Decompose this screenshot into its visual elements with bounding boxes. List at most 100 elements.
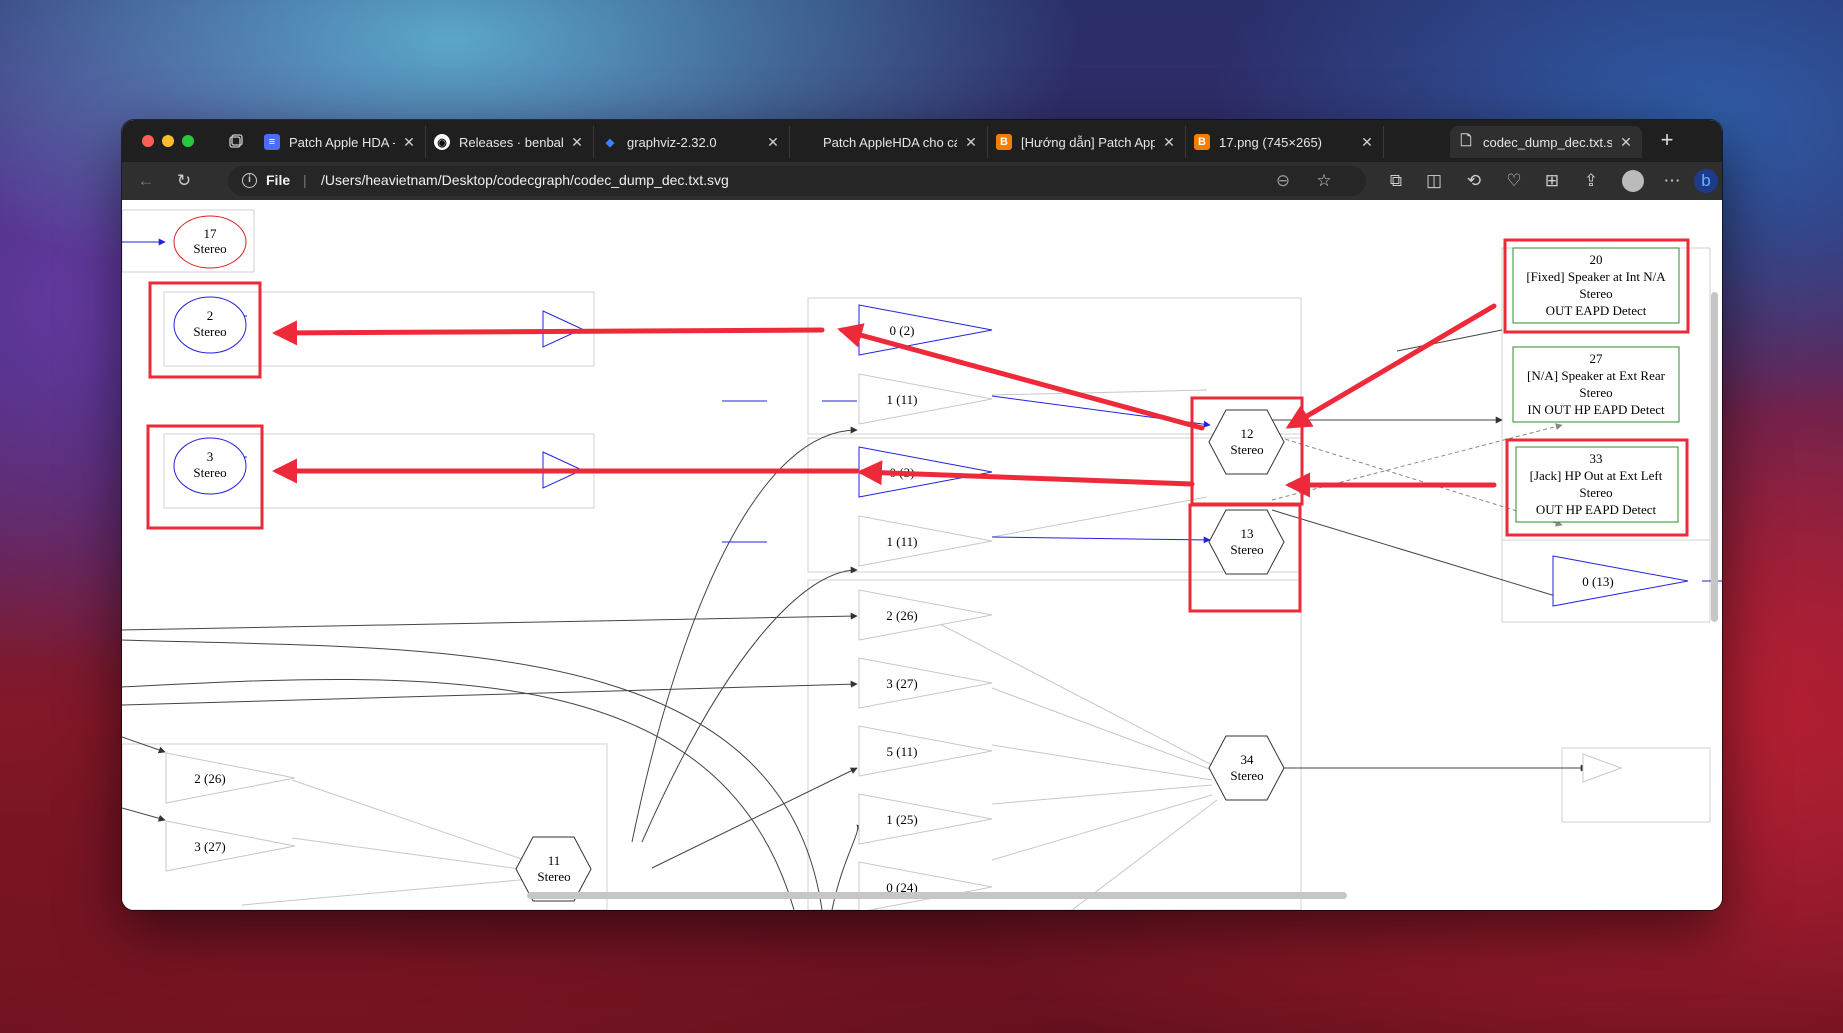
maximize-window-button[interactable] <box>182 135 194 147</box>
pin-line: 33 <box>1590 451 1603 466</box>
pin-33[interactable]: 33 [Jack] HP Out at Ext Left Stereo OUT … <box>1515 446 1679 523</box>
amp-0-13[interactable]: 0 (13) <box>1552 555 1689 607</box>
amp-0-24[interactable]: 0 (24) <box>858 861 993 910</box>
graph-edge <box>237 315 767 543</box>
highlight-box <box>148 281 262 379</box>
blogger-icon: B <box>1194 134 1210 150</box>
performance-icon[interactable]: ♡ <box>1506 171 1522 190</box>
node-17[interactable]: 17 Stereo <box>173 215 247 269</box>
node-11[interactable]: 11 Stereo <box>515 836 592 902</box>
cluster-box <box>807 579 1302 910</box>
amp-1-11b[interactable]: 1 (11) <box>858 515 993 567</box>
close-icon[interactable]: ✕ <box>965 133 977 150</box>
reload-icon[interactable]: ↻ <box>176 171 192 190</box>
new-tab-button[interactable]: + <box>1660 127 1674 152</box>
svg-viewport[interactable]: 17 Stereo 2 Stereo 3 Stereo 0 (2) <box>122 200 1722 910</box>
extensions-icon[interactable]: ⧉ <box>1389 171 1403 190</box>
close-icon[interactable]: ✕ <box>1163 133 1175 150</box>
node-shape <box>173 215 247 269</box>
amp-shape <box>858 304 993 356</box>
collections-icon[interactable]: ⊞ <box>1544 171 1560 190</box>
annotation-arrow <box>857 460 1195 487</box>
tab-title: Patch AppleHDA cho cá <box>823 134 957 150</box>
split-screen-icon[interactable]: ◫ <box>1425 171 1443 190</box>
graph-edge <box>1071 799 1218 910</box>
pin-line: 20 <box>1590 252 1603 267</box>
tab-title: codec_dump_dec.txt.sv <box>1483 134 1612 150</box>
address-scheme: File <box>266 172 291 188</box>
more-menu-icon[interactable]: ⋯ <box>1663 171 1681 190</box>
favorite-star-icon[interactable]: ☆ <box>1316 171 1332 190</box>
info-icon[interactable]: i <box>242 173 257 188</box>
amp-1-25[interactable]: 1 (25) <box>858 793 993 845</box>
address-url[interactable]: /Users/heavietnam/Desktop/codecgraph/cod… <box>321 172 729 188</box>
workspaces-icon[interactable] <box>228 133 244 149</box>
node-3[interactable]: 3 Stereo <box>173 437 247 495</box>
node-shape <box>515 836 592 902</box>
back-icon[interactable]: ← <box>137 171 155 190</box>
amp-1-11[interactable]: 1 (11) <box>858 373 993 425</box>
node-2[interactable]: 2 Stereo <box>173 296 247 354</box>
history-icon[interactable]: ⟲ <box>1466 171 1482 190</box>
highlight-box <box>1505 438 1689 537</box>
tab-releases[interactable]: ◉ Releases · benbaker76/ ✕ <box>426 126 594 158</box>
pin-line: 27 <box>1590 351 1604 366</box>
graph-edge <box>1271 509 1563 600</box>
pin-line: Stereo <box>1579 286 1612 301</box>
node-12[interactable]: 12 Stereo <box>1208 409 1285 475</box>
node-34[interactable]: 34 Stereo <box>1208 735 1285 801</box>
tab-huong-dan[interactable]: B [Hướng dẫn] Patch App ✕ <box>988 126 1186 158</box>
tab-patch-applehda[interactable]: Patch AppleHDA cho cá ✕ <box>790 126 988 158</box>
close-icon[interactable]: ✕ <box>571 133 583 150</box>
minimize-window-button[interactable] <box>162 135 174 147</box>
amp-label: 5 (11) <box>887 744 918 759</box>
file-icon: 🗋 <box>1460 132 1472 148</box>
close-icon[interactable]: ✕ <box>1361 133 1373 150</box>
amp-shape <box>858 861 993 910</box>
node-type: Stereo <box>1230 442 1263 457</box>
cluster-box <box>122 743 608 910</box>
pin-20[interactable]: 20 [Fixed] Speaker at Int N/A Stereo OUT… <box>1512 247 1680 324</box>
graph-edge <box>122 680 858 706</box>
horizontal-scrollbar[interactable] <box>527 892 1347 899</box>
tab-17-png[interactable]: B 17.png (745×265) ✕ <box>1186 126 1384 158</box>
close-window-button[interactable] <box>142 135 154 147</box>
amp-shape <box>858 373 993 425</box>
highlight-box <box>1503 238 1690 334</box>
close-icon[interactable]: ✕ <box>767 133 779 150</box>
graph-edge <box>991 687 1213 771</box>
amp-2-26[interactable]: 2 (26) <box>858 589 993 641</box>
amp-shape <box>858 793 993 845</box>
pin-line: Stereo <box>1579 385 1612 400</box>
codec-graph: 17 Stereo 2 Stereo 3 Stereo 0 (2) <box>122 209 1722 910</box>
amp-label: 0 (24) <box>886 880 917 895</box>
amp-label: 1 (11) <box>887 534 918 549</box>
amp-3-27[interactable]: 3 (27) <box>858 657 993 709</box>
share-icon[interactable]: ⇪ <box>1583 171 1599 190</box>
pin-27[interactable]: 27 [N/A] Speaker at Ext Rear Stereo IN O… <box>1512 346 1680 423</box>
graph-edge <box>991 794 1213 861</box>
address-bar[interactable]: i File | /Users/heavietnam/Desktop/codec… <box>228 166 1366 196</box>
tab-graphviz[interactable]: ◆ graphviz-2.32.0 ✕ <box>594 126 790 158</box>
copilot-icon[interactable]: b <box>1694 169 1718 193</box>
tab-codec-dump[interactable]: 🗋 codec_dump_dec.txt.sv ✕ <box>1450 126 1642 158</box>
toolbar: ← ↻ i File | /Users/heavietnam/Desktop/c… <box>122 162 1722 201</box>
tab-patch-apple-hda[interactable]: ≡ Patch Apple HDA - Adv ✕ <box>256 126 426 158</box>
close-icon[interactable]: ✕ <box>1620 133 1632 150</box>
node-shape <box>1208 409 1285 475</box>
node-13[interactable]: 13 Stereo <box>1208 509 1285 575</box>
vertical-scrollbar[interactable] <box>1711 292 1718 622</box>
amp-3-27-left[interactable]: 3 (27) <box>165 820 296 872</box>
zoom-out-icon[interactable]: ⊖ <box>1275 171 1291 190</box>
graph-edge <box>631 426 858 843</box>
node-shape <box>173 296 247 354</box>
node-id: 11 <box>548 853 561 868</box>
amp-2-26-left[interactable]: 2 (26) <box>165 752 296 804</box>
blogger-icon: B <box>996 134 1012 150</box>
amp-5-11[interactable]: 5 (11) <box>858 725 993 777</box>
close-icon[interactable]: ✕ <box>403 133 415 150</box>
profile-avatar[interactable] <box>1622 170 1644 192</box>
graph-edge <box>122 612 858 631</box>
tab-title: [Hướng dẫn] Patch App <box>1021 134 1155 150</box>
amp-0-2[interactable]: 0 (2) <box>858 304 993 356</box>
